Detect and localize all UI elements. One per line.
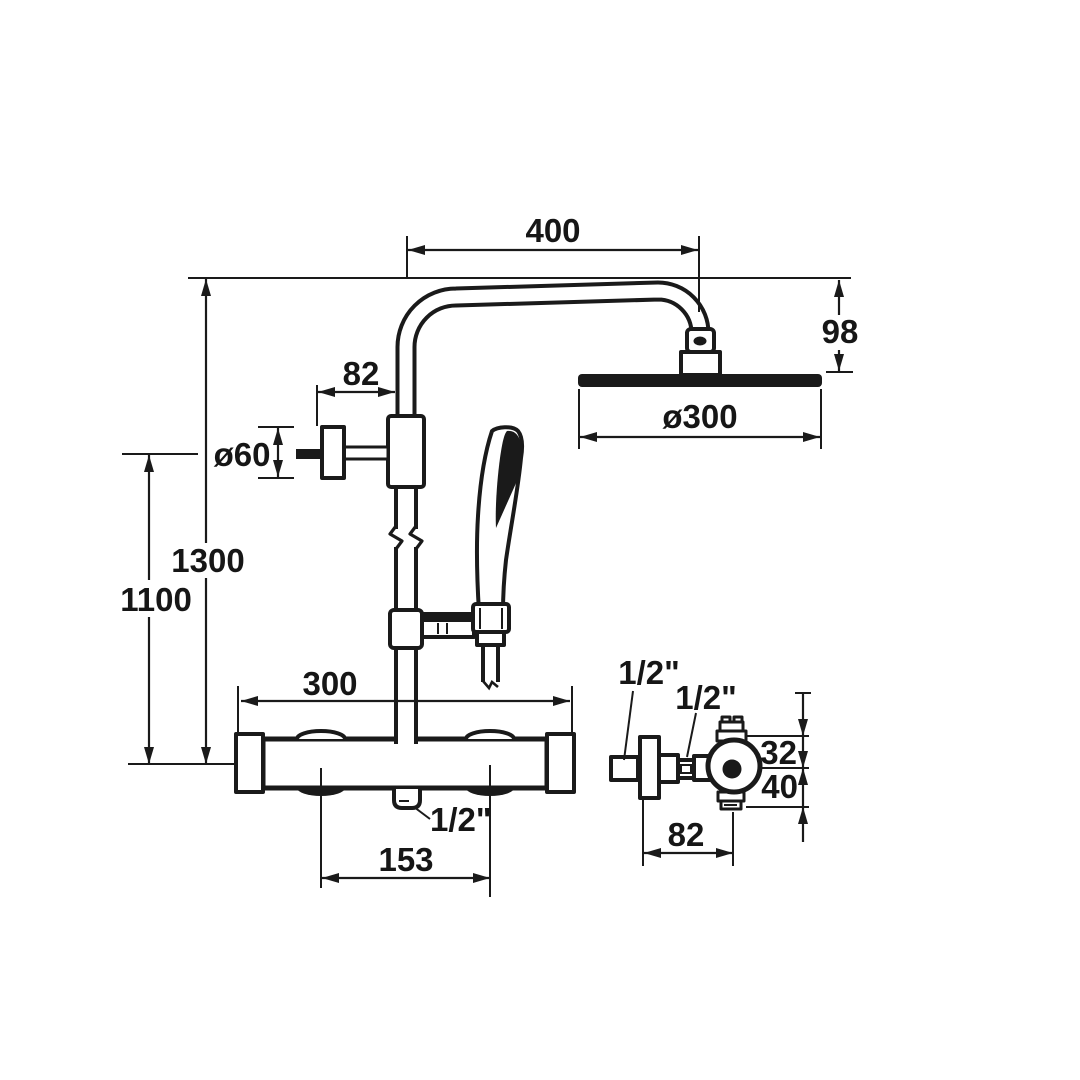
arm-pipe-outline bbox=[395, 280, 711, 432]
arrowhead bbox=[644, 848, 661, 858]
arrowhead bbox=[716, 848, 733, 858]
holder-riser-clamp bbox=[388, 608, 424, 650]
side-connector-a bbox=[657, 753, 680, 784]
arrowhead bbox=[322, 873, 339, 883]
dim-label-inlet-spacing: 153 bbox=[378, 841, 433, 878]
arrowhead bbox=[803, 432, 820, 442]
arrowhead bbox=[834, 280, 844, 297]
arrowhead bbox=[144, 747, 154, 764]
hose-break-mark bbox=[482, 679, 499, 691]
arrowhead bbox=[473, 873, 490, 883]
bracket-arm-pipe bbox=[342, 445, 390, 461]
dimension-bracket-diameter-60: ø60 bbox=[214, 426, 294, 479]
side-flange bbox=[638, 735, 661, 800]
dimension-valve-width-300: 300 bbox=[237, 665, 573, 732]
dim-label-side-wall-distance: 82 bbox=[668, 816, 705, 853]
leader-line bbox=[686, 712, 697, 758]
arrowhead bbox=[834, 354, 844, 371]
side-connector-b-detail bbox=[680, 764, 692, 774]
arrowhead bbox=[378, 387, 395, 397]
dim-label-head-drop: 98 bbox=[822, 313, 859, 350]
dimension-slider-offset-82: 82 bbox=[316, 355, 395, 426]
dim-label-slider-offset: 82 bbox=[343, 355, 380, 392]
dim-label-outlet-thread: 1/2" bbox=[430, 801, 492, 838]
dimensions: 400 98 ø300 82 bbox=[120, 212, 858, 897]
dim-label-head-diameter: ø300 bbox=[662, 398, 737, 435]
dimension-head-diameter-300: ø300 bbox=[578, 389, 822, 449]
arrowhead bbox=[798, 719, 808, 736]
side-view bbox=[609, 715, 763, 811]
dimension-side-32-40: 32 40 bbox=[746, 692, 811, 842]
bracket-escutcheon bbox=[320, 425, 346, 480]
dimension-side-depth-82: 82 bbox=[642, 800, 734, 866]
valve-union-top-right bbox=[464, 729, 516, 740]
dim-label-side-wall-thread: 1/2" bbox=[618, 654, 680, 691]
valve-front bbox=[234, 729, 576, 810]
dimension-inlet-spacing-153: 153 bbox=[320, 765, 491, 897]
ball-joint bbox=[693, 336, 707, 346]
holder-arm-top-band bbox=[422, 614, 474, 622]
arrowhead bbox=[580, 432, 597, 442]
arrowhead bbox=[201, 747, 211, 764]
dim-label-bracket-height: 1100 bbox=[120, 581, 192, 618]
leader-line bbox=[623, 690, 634, 761]
dim-label-side-below-center: 40 bbox=[761, 768, 798, 805]
dim-label-side-above-center: 32 bbox=[760, 734, 797, 771]
arrowhead bbox=[318, 387, 335, 397]
dim-label-total-height: 1300 bbox=[171, 542, 244, 579]
arrowhead bbox=[798, 751, 808, 768]
dim-label-valve-width: 300 bbox=[302, 665, 357, 702]
dim-label-side-connector-thread: 1/2" bbox=[675, 679, 737, 716]
dimension-bracket-height-1100: 1100 bbox=[120, 453, 198, 764]
arrowhead bbox=[798, 768, 808, 785]
side-wall-stub bbox=[609, 755, 640, 782]
valve-union-top-left bbox=[295, 729, 347, 740]
break-zigzag-left bbox=[388, 525, 404, 550]
hand-shower-hose-stub bbox=[481, 643, 500, 682]
dimension-head-drop-98: 98 bbox=[822, 280, 859, 373]
shower-arm-pipe bbox=[395, 280, 711, 432]
arrowhead bbox=[553, 696, 570, 706]
hand-shower-face-shading bbox=[495, 430, 521, 528]
arm-pipe-core bbox=[399, 284, 707, 432]
bracket-wall-stub bbox=[296, 449, 322, 459]
break-zigzag-right bbox=[408, 525, 424, 550]
hand-shower-cradle bbox=[471, 602, 511, 634]
rain-shower-head-plate bbox=[578, 374, 822, 387]
dimension-total-height-1300: 1300 bbox=[171, 279, 245, 764]
wall-bracket bbox=[296, 414, 426, 489]
valve-end-cap-right bbox=[545, 732, 576, 794]
arrowhead bbox=[798, 807, 808, 824]
side-valve-spindle bbox=[722, 759, 742, 779]
dim-label-arm-reach: 400 bbox=[525, 212, 580, 249]
front-view bbox=[234, 280, 822, 810]
leader-line bbox=[413, 806, 431, 820]
valve-end-cap-left bbox=[234, 732, 265, 794]
arrowhead bbox=[201, 279, 211, 296]
valve-body bbox=[260, 736, 550, 791]
arrowhead bbox=[144, 455, 154, 472]
riser-break-symbol bbox=[388, 525, 424, 550]
arrowhead bbox=[273, 428, 283, 445]
overhead-shower bbox=[578, 327, 822, 387]
arrowhead bbox=[408, 245, 425, 255]
arrowhead bbox=[241, 696, 258, 706]
arrowhead bbox=[273, 460, 283, 477]
arrowhead bbox=[681, 245, 698, 255]
dim-label-bracket-diameter: ø60 bbox=[214, 436, 271, 473]
riser-tee-block bbox=[386, 414, 426, 489]
break-gap bbox=[388, 529, 424, 547]
hand-shower bbox=[388, 425, 524, 691]
callout-outlet-thread: 1/2" bbox=[413, 801, 492, 838]
callout-side-connector-thread: 1/2" bbox=[675, 679, 737, 758]
dimension-arm-reach-400: 400 bbox=[406, 212, 700, 312]
valve-bottom-outlet bbox=[392, 789, 422, 810]
callout-side-wall-thread: 1/2" bbox=[618, 654, 680, 761]
head-connector-nut bbox=[679, 350, 722, 377]
